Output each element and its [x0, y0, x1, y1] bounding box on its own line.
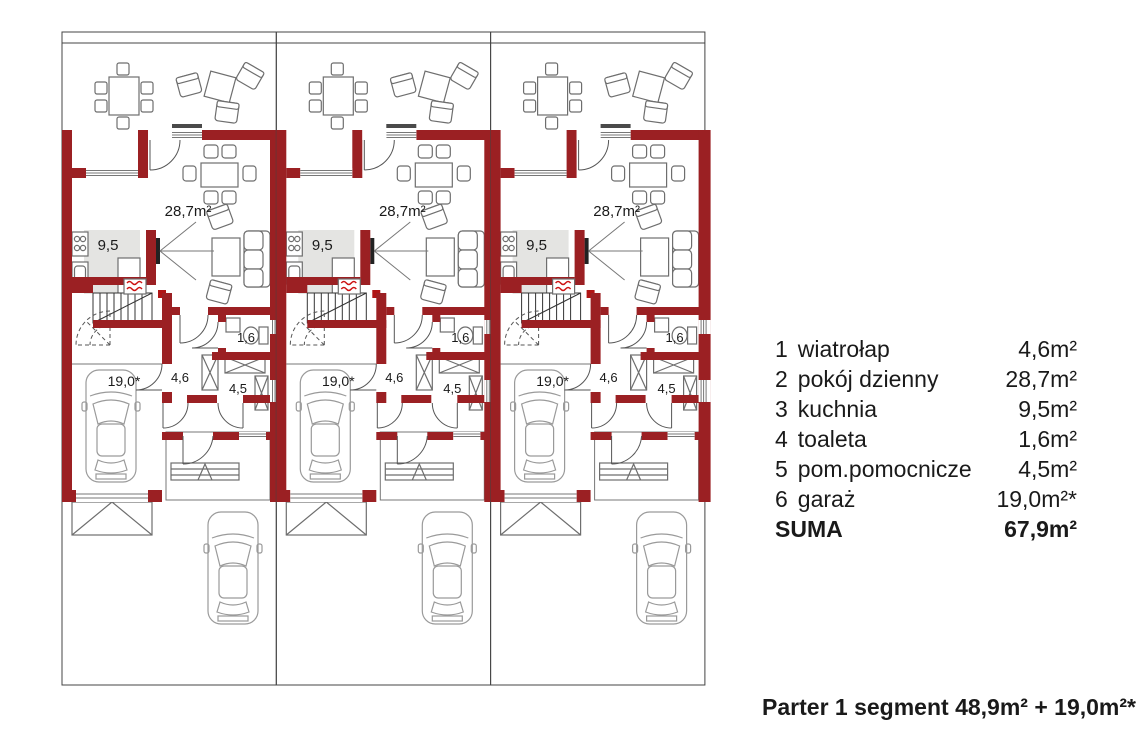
legend-total-label: SUMA — [775, 516, 843, 542]
segment-1 — [62, 32, 282, 685]
legend: 1 wiatrołap 4,6m² 2 pokój dzienny 28,7m² 3… — [775, 334, 1077, 544]
legend-no: 6 — [775, 486, 788, 512]
legend-no: 2 — [775, 366, 788, 392]
legend-no: 1 — [775, 336, 788, 362]
legend-name: kuchnia — [797, 396, 878, 422]
legend-row: 5 pom.pomocnicze 4,5m² — [775, 454, 1077, 484]
legend-name: garaż — [797, 486, 856, 512]
legend-row: 2 pokój dzienny 28,7m² — [775, 364, 1077, 394]
plan-caption: Parter 1 segment 48,9m² + 19,0m²* — [762, 694, 1136, 720]
legend-no: 3 — [775, 396, 788, 422]
legend-area: 4,5m² — [1018, 456, 1077, 482]
legend-name: toaleta — [797, 426, 867, 452]
legend-area: 4,6m² — [1018, 336, 1077, 362]
legend-row: 6 garaż 19,0m²* — [775, 484, 1077, 514]
legend-no: 5 — [775, 456, 788, 482]
legend-area: 19,0m²* — [996, 486, 1077, 512]
legend-area: 9,5m² — [1018, 396, 1077, 422]
legend-total-row: SUMA 67,9m² — [775, 514, 1077, 544]
legend-name: pom.pomocnicze — [797, 456, 972, 482]
legend-row: 4 toaleta 1,6m² — [775, 424, 1077, 454]
legend-area: 28,7m² — [1005, 366, 1077, 392]
legend-total-area: 67,9m² — [1004, 516, 1077, 542]
legend-row: 1 wiatrołap 4,6m² — [775, 334, 1077, 364]
legend-row: 3 kuchnia 9,5m² — [775, 394, 1077, 424]
legend-name: wiatrołap — [797, 336, 890, 362]
legend-no: 4 — [775, 426, 788, 452]
segment-3 — [491, 32, 711, 685]
segment-2 — [276, 32, 496, 685]
legend-area: 1,6m² — [1018, 426, 1077, 452]
legend-name: pokój dzienny — [797, 366, 939, 392]
